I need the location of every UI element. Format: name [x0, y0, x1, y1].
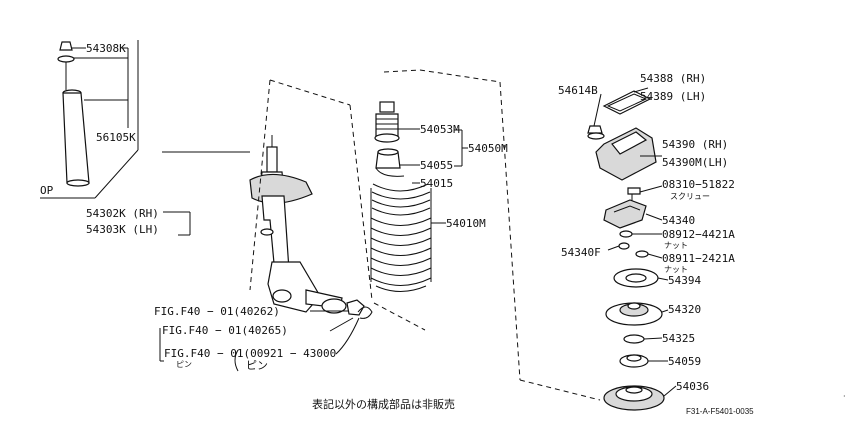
nut-54308k: [59, 41, 73, 51]
shock-absorber-56105k: [62, 92, 90, 184]
label-08912: 08912−4421A: [662, 228, 735, 241]
assembly-guides: [249, 69, 601, 401]
label-54340f: 54340F: [561, 246, 601, 259]
label-54389: 54389 (LH): [640, 90, 706, 103]
strut-rod: [266, 146, 278, 173]
nut-08912: [619, 230, 633, 238]
label-op: OP: [40, 184, 54, 197]
label-56105k: 56105K: [96, 131, 136, 144]
washer-54308k: [57, 55, 75, 63]
nut-08911: [635, 250, 649, 258]
label-54036: 54036: [676, 380, 709, 393]
op-shock-absorber-group: 54308K 56105K OP: [40, 40, 250, 199]
fig-ref-00921: FIG.F40 − 01(00921 − 43000: [164, 347, 336, 360]
label-54388: 54388 (RH): [640, 72, 706, 85]
hub-nut: [346, 299, 365, 316]
bracket-54340f: [618, 242, 630, 250]
label-54340: 54340: [662, 214, 695, 227]
bearing-54325: [623, 334, 645, 344]
bracket-54340: [603, 199, 647, 229]
label-54390: 54390 (RH): [662, 138, 728, 151]
label-54308k: 54308K: [86, 42, 126, 55]
label-54614b: 54614B: [558, 84, 598, 97]
label-54303k: 54303K (LH): [86, 223, 159, 236]
label-54059: 54059: [668, 355, 701, 368]
document-code: F31-A-F5401-0035: [686, 407, 754, 416]
fig-ref-00921-sub2: ピン: [246, 359, 268, 372]
label-54010m: 54010M: [446, 217, 486, 230]
label-54394: 54394: [668, 274, 701, 287]
nut-54614b: [587, 125, 603, 134]
hub-washer: [321, 298, 347, 314]
bump-stopper-54053m: [375, 113, 399, 137]
label-54015: 54015: [420, 177, 453, 190]
upper-mount-group: 54614B 54388 (RH) 54389 (LH) 54390 (RH) …: [558, 72, 735, 411]
label-54050m: 54050M: [468, 142, 508, 155]
label-08310: 08310−51822: [662, 178, 735, 191]
label-54325: 54325: [662, 332, 695, 345]
strut-assembly: [249, 135, 343, 313]
cover-54390: [595, 127, 657, 181]
hub-hardware: [310, 298, 373, 355]
footer-note: 表記以外の構成部品は非販売: [312, 397, 455, 411]
strut-assembly-labels: 54302K (RH) 54303K (LH): [86, 207, 191, 236]
label-54302k: 54302K (RH): [86, 207, 159, 220]
fig-ref-00921-sub: ピン: [176, 360, 192, 369]
spring-group: 54053M 54050M 54055 54015 54010M: [370, 101, 508, 292]
label-08310-sub: スクリュー: [670, 192, 710, 201]
screw-08310: [627, 187, 641, 195]
label-54055: 54055: [420, 159, 453, 172]
fig-ref-40262: FIG.F40 − 01(40262): [154, 305, 280, 318]
edge-mark: ·: [843, 392, 846, 401]
label-08911-sub: ナット: [664, 265, 688, 274]
label-54053m: 54053M: [420, 123, 460, 136]
label-08912-sub: ナット: [664, 241, 688, 250]
seal-54388: [602, 90, 652, 115]
fig-ref-40265: FIG.F40 − 01(40265): [162, 324, 288, 337]
label-54390m: 54390M(LH): [662, 156, 728, 169]
label-08911: 08911−2421A: [662, 252, 735, 265]
label-54320: 54320: [668, 303, 701, 316]
figure-references: FIG.F40 − 01(40262) FIG.F40 − 01(40265) …: [154, 305, 336, 372]
